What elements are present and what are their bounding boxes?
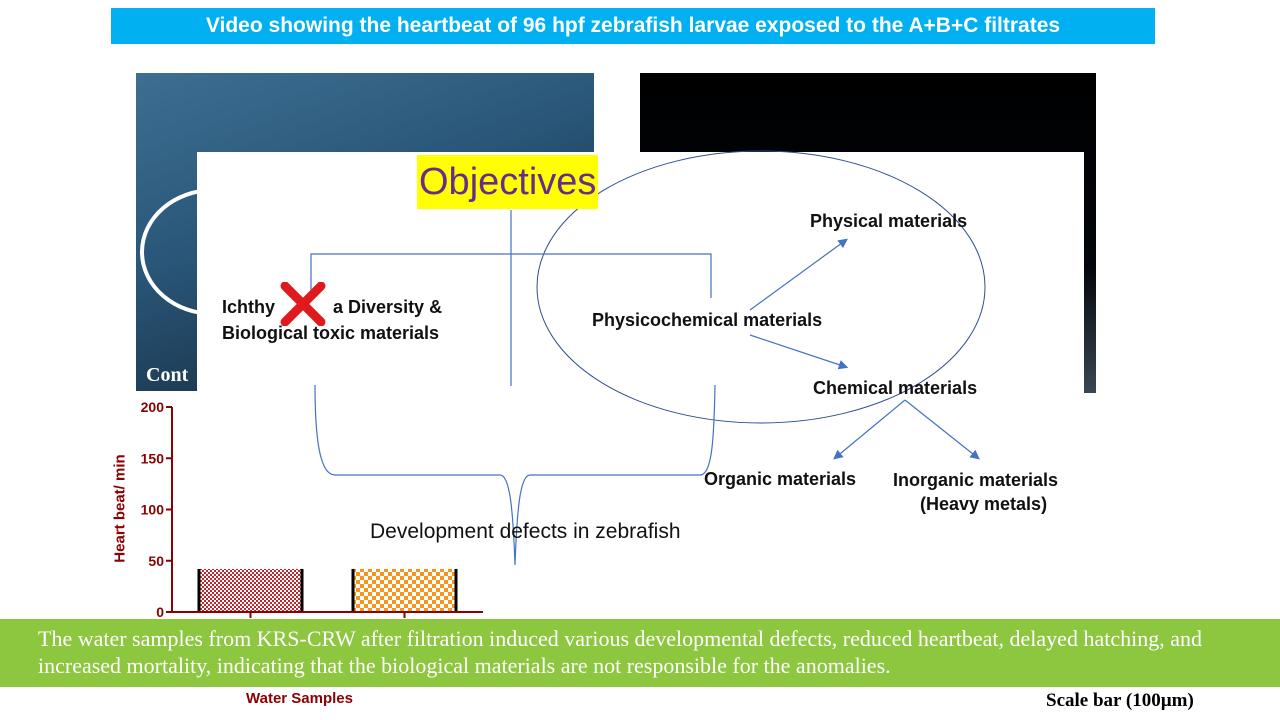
y-tick-label: 100: [141, 502, 165, 518]
chart-xlabel: Water Samples: [246, 690, 353, 707]
slide-title: Video showing the heartbeat of 96 hpf ze…: [111, 8, 1155, 44]
physicochemical-label: Physicochemical materials: [592, 310, 823, 330]
objectives-overlay: [197, 152, 1084, 622]
bar-control: [198, 568, 303, 612]
physicochemical-ellipse: [536, 150, 986, 424]
y-tick-label: 0: [156, 604, 164, 620]
left-label-line1: Ichthy a Diversity &: [222, 282, 443, 327]
objectives-heading: Objectives: [417, 155, 599, 209]
y-tick-label: 150: [141, 450, 165, 466]
left-label-line2: Biological toxic materials: [222, 323, 440, 343]
physical-label: Physical materials: [810, 211, 968, 231]
cross-mark-icon: [275, 282, 333, 327]
y-tick-label: 200: [141, 399, 165, 415]
organic-label: Organic materials: [704, 469, 857, 489]
inorganic-label: Inorganic materials: [893, 470, 1059, 490]
chemical-label: Chemical materials: [813, 378, 978, 398]
y-tick-label: 50: [148, 553, 164, 569]
heavy-metals-label: (Heavy metals): [920, 494, 1048, 514]
result-label: Development defects in zebrafish: [370, 520, 681, 543]
video-caption: Cont: [146, 364, 189, 386]
left-label-part-b: a Diversity &: [333, 297, 443, 317]
bar-a-b-c: [352, 568, 457, 612]
left-label-part-a: Ichthy: [222, 297, 276, 317]
conclusion-banner: The water samples from KRS-CRW after fil…: [0, 619, 1280, 687]
scale-bar-label: Scale bar (100µm): [1046, 690, 1194, 711]
